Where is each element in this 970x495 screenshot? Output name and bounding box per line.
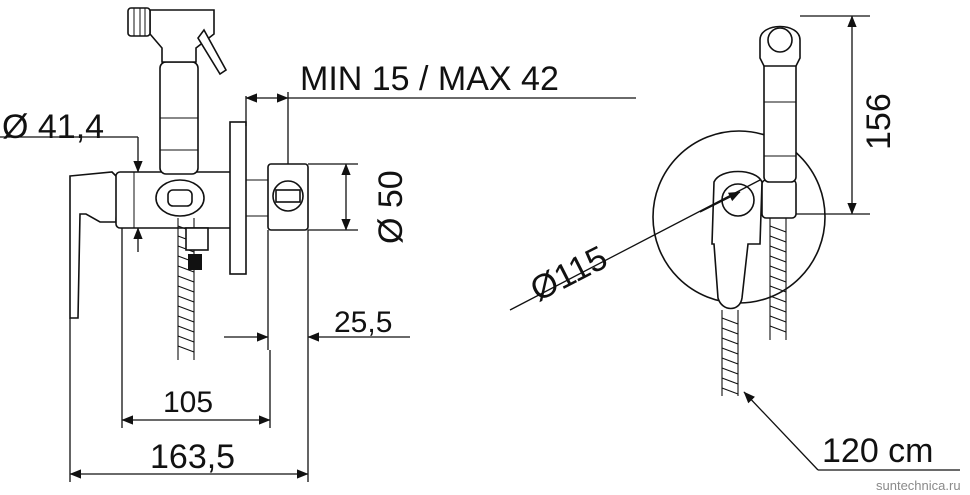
hose-front-long [721,310,739,396]
side-view [69,7,309,360]
sprayer-head [149,9,215,63]
label-offset: 25,5 [334,306,392,339]
label-dia-body: Ø 41,4 [2,108,104,146]
label-dia-plate: Ø115 [524,239,613,309]
hose-front-short [769,218,787,340]
side-dimensions [0,92,636,482]
label-hose-length: 120 cm [822,432,934,470]
label-min-max: MIN 15 / MAX 42 [300,60,559,98]
front-view [652,25,826,396]
holder-body [761,179,797,219]
lever-handle [69,171,119,319]
hose-connector [185,227,209,251]
sprayer-trigger [197,28,228,76]
front-dimensions [509,15,960,471]
label-height: 156 [860,93,898,150]
label-length-105: 105 [163,386,213,419]
label-length-total: 163,5 [150,438,235,476]
sprayer-stem-front [763,61,797,183]
watermark: suntechnica.ru [876,478,961,493]
wall-flange [229,121,247,275]
hose-nut [188,254,202,270]
label-dia-flange: Ø 50 [372,170,410,244]
